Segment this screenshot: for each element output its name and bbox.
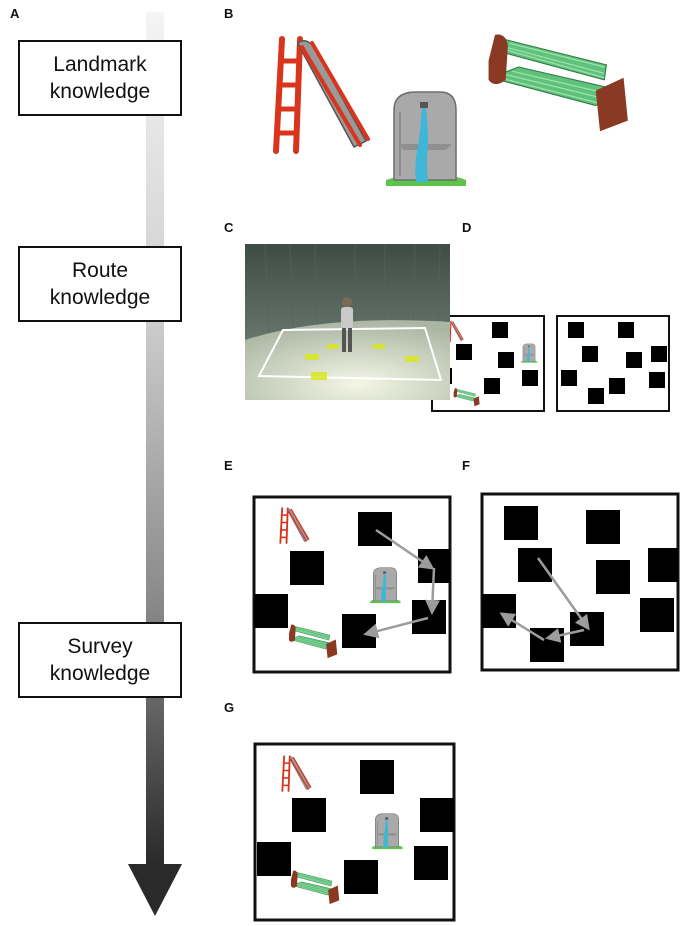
survey-map-blocks (480, 492, 680, 672)
panel-label-f: F (462, 458, 470, 473)
stage-survey-line2: knowledge (49, 662, 151, 685)
survey-map-landmarks (252, 495, 452, 674)
route-arrow-2 (425, 567, 441, 615)
stage-landmark-knowledge: Landmark knowledge (18, 40, 182, 116)
slide-icon (276, 39, 368, 151)
fountain-icon-final (371, 813, 403, 850)
route-map-blocks-only (556, 315, 670, 412)
panel-label-e: E (224, 458, 233, 473)
stage-route-line2: knowledge (49, 286, 151, 309)
route-arrow-1 (375, 528, 435, 570)
fountain-icon-survey (369, 567, 401, 604)
panel-label-a: A (10, 6, 20, 21)
panel-label-d: D (462, 220, 472, 235)
bench-icon (487, 33, 629, 133)
stage-survey-knowledge: Survey knowledge (18, 622, 182, 698)
route-map-with-landmarks (431, 315, 545, 412)
stage-survey-line1: Survey (67, 635, 133, 658)
panel-label-g: G (224, 700, 235, 715)
survey-arrow-3 (499, 612, 545, 642)
panel-label-b: B (224, 6, 234, 21)
stage-landmark-line2: knowledge (49, 80, 151, 103)
child-figure (341, 297, 353, 352)
survey-arrow-1 (536, 557, 590, 631)
virtual-room-photo (245, 244, 450, 400)
stage-route-knowledge: Route knowledge (18, 246, 182, 322)
panel-label-c: C (224, 220, 234, 235)
stage-route-line1: Route (71, 259, 129, 282)
route-arrow-3 (363, 616, 429, 639)
fountain-icon-small (520, 343, 538, 363)
survey-arrow-2 (545, 628, 585, 643)
fountain-icon (385, 91, 467, 187)
room-scene (245, 244, 450, 400)
stage-landmark-line1: Landmark (53, 53, 147, 76)
knowledge-progression-arrow (128, 12, 182, 916)
survey-map-final (253, 742, 456, 922)
